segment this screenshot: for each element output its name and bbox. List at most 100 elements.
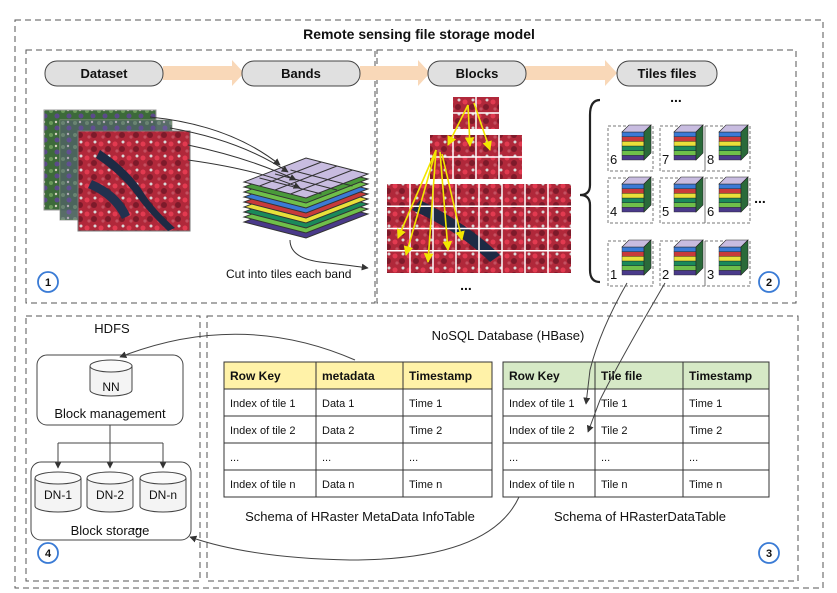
dataset-images <box>43 109 191 232</box>
meta-table-caption: Schema of HRaster MetaData InfoTable <box>245 509 475 524</box>
stage-tiles-files-label: Tiles files <box>637 66 696 81</box>
namenode-label: NN <box>102 380 119 394</box>
table-cell: Tile n <box>601 479 628 491</box>
stage-tiles-files: Tiles files <box>616 60 718 87</box>
tile-number: 4 <box>610 204 617 219</box>
stage-flow-arrows <box>163 60 617 86</box>
section-badge: 3 <box>758 542 780 564</box>
table-header-cell: Row Key <box>509 369 560 383</box>
stage-bands: Bands <box>241 60 361 87</box>
table-cell: Index of tile n <box>230 479 295 491</box>
datanode-label: DN-n <box>149 488 177 502</box>
tile-file-item: 7 <box>659 124 706 172</box>
data-table-caption: Schema of HRasterDataTable <box>554 509 726 524</box>
tile-file-item: 5 <box>659 176 706 224</box>
section-badges: 1 2 3 4 <box>37 271 780 564</box>
table-cell: Index of tile n <box>509 479 574 491</box>
section-3-frame <box>206 315 799 582</box>
table-row <box>502 469 770 498</box>
stage-dataset-label: Dataset <box>81 66 129 81</box>
datanode-cylinder: DN-1 <box>34 471 82 513</box>
hdfs-label: HDFS <box>94 321 130 336</box>
section-badge: 1 <box>37 271 59 293</box>
tile-file-item: 3 <box>704 239 751 287</box>
tile-number: 2 <box>662 267 669 282</box>
block-management-label: Block management <box>54 406 166 421</box>
section-4-frame <box>25 315 201 582</box>
datanode-ellipsis: ... <box>132 518 143 533</box>
block-storage-box <box>30 461 192 541</box>
tile-number: 8 <box>707 152 714 167</box>
block-pyramid <box>387 97 571 273</box>
table-cell: Time 1 <box>409 398 442 410</box>
datanode-cylinder: DN-n <box>139 471 187 513</box>
table-cell: Data 1 <box>322 398 354 410</box>
band-stack <box>242 157 370 239</box>
table-cell: ... <box>409 452 418 464</box>
table-header-cell: Timestamp <box>409 369 472 383</box>
datanode-cylinder: DN-2 <box>86 471 134 513</box>
tile-file-item: 8 <box>704 124 751 172</box>
block-storage-label: Block storage <box>71 523 150 538</box>
nn-to-dn-lines <box>54 425 167 469</box>
table-row <box>502 388 770 417</box>
table-cell: Time 2 <box>689 425 722 437</box>
tile-number: 5 <box>662 204 669 219</box>
namenode-cylinder: NN <box>89 359 133 397</box>
table-row <box>223 388 493 417</box>
tile-file-item: 2 <box>659 239 706 287</box>
tile-file-item: 6 <box>704 176 751 224</box>
cut-caption: Cut into tiles each band <box>226 267 351 281</box>
tile-number: 3 <box>707 267 714 282</box>
section-number: 2 <box>766 277 772 289</box>
tile-file-item: 1 <box>607 239 654 287</box>
table-cell: Index of tile 1 <box>230 398 295 410</box>
tile-file-item: 6 <box>607 124 654 172</box>
diagram-title: Remote sensing file storage model <box>303 26 535 42</box>
table-cell: Tile 2 <box>601 425 628 437</box>
table-cell: Index of tile 1 <box>509 398 574 410</box>
section-number: 3 <box>766 548 772 560</box>
table-cell: Index of tile 2 <box>509 425 574 437</box>
stage-blocks: Blocks <box>427 60 527 87</box>
tiles-top-ellipsis: ... <box>670 89 682 105</box>
tile-number: 1 <box>610 267 617 282</box>
tile-number: 7 <box>662 152 669 167</box>
tile-file-item: 4 <box>607 176 654 224</box>
table-header-cell: Timestamp <box>689 369 752 383</box>
table-cell: ... <box>230 452 239 464</box>
outer-frame <box>14 19 824 589</box>
table-row <box>223 469 493 498</box>
table-cell: Index of tile 2 <box>230 425 295 437</box>
stage-blocks-label: Blocks <box>456 66 499 81</box>
section-number: 1 <box>45 277 51 289</box>
stage-bands-label: Bands <box>281 66 321 81</box>
section-number: 4 <box>45 548 52 560</box>
section-1-frame <box>25 49 376 304</box>
table-row <box>502 442 770 471</box>
datanode-label: DN-1 <box>44 488 72 502</box>
table-cell: Time n <box>689 479 722 491</box>
table-cell: Tile 1 <box>601 398 628 410</box>
tile-number: 6 <box>610 152 617 167</box>
table-cell: ... <box>322 452 331 464</box>
section-2-frame <box>376 49 797 304</box>
table-cell: Time n <box>409 479 442 491</box>
tile-files-grid: 6 7 8 4 5 6 1 2 3 <box>607 124 751 287</box>
table-cell: Data n <box>322 479 354 491</box>
table-header-cell: Tile file <box>601 369 642 383</box>
tiles-brace <box>579 98 601 284</box>
section-badge: 4 <box>37 542 59 564</box>
table-cell: Time 1 <box>689 398 722 410</box>
datanode-label: DN-2 <box>96 488 124 502</box>
table-cell: ... <box>689 452 698 464</box>
table-header-cell: Row Key <box>230 369 281 383</box>
table-cell: ... <box>601 452 610 464</box>
pyramid-yellow-arrows <box>397 102 492 263</box>
stage-dataset: Dataset <box>44 60 164 87</box>
tile-number: 6 <box>707 204 714 219</box>
nosql-label: NoSQL Database (HBase) <box>432 328 585 343</box>
